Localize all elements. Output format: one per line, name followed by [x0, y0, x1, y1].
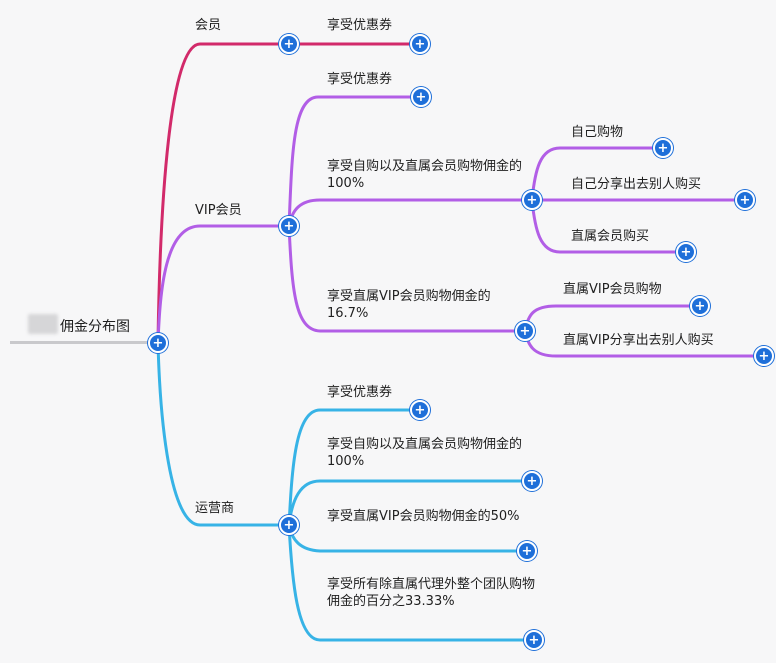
node-member-coupon: 享受优惠券: [327, 18, 393, 33]
expand-vip-direct-member-buy-button[interactable]: +: [676, 242, 696, 262]
node-op-team: 享受所有除直属代理外整个团队购物佣金的百分之33.33%: [327, 577, 536, 609]
node-vip-direct-member-buy: 直属会员购买: [571, 229, 650, 244]
expand-op-direct-vip-50-button[interactable]: +: [517, 541, 537, 561]
expand-vip-direct-vip-buy-button[interactable]: +: [690, 296, 710, 316]
node-operator: 运营商: [195, 501, 235, 516]
node-op-self-direct: 享受自购以及直属会员购物佣金的100%: [327, 437, 523, 469]
node-vip-direct-vip-buy: 直属VIP会员购物: [563, 282, 662, 297]
node-vip: VIP会员: [195, 203, 242, 218]
node-member: 会员: [195, 18, 222, 33]
node-vip-self-direct: 享受自购以及直属会员购物佣金的100%: [327, 159, 523, 191]
node-vip-coupon: 享受优惠券: [327, 72, 393, 87]
node-vip-share-buy: 自己分享出去别人购买: [571, 177, 702, 192]
node-op-coupon: 享受优惠券: [327, 385, 393, 400]
node-vip-direct-vip-16-7: 享受直属VIP会员购物佣金的16.7%: [327, 289, 491, 321]
expand-member-coupon-button[interactable]: +: [410, 34, 430, 54]
expand-op-coupon-button[interactable]: +: [410, 400, 430, 420]
root-label: 佣金分布图: [60, 319, 130, 335]
expand-op-team-button[interactable]: +: [524, 630, 544, 650]
expand-member-button[interactable]: +: [279, 34, 299, 54]
root-blurred-prefix: [28, 314, 58, 334]
node-vip-self-buy: 自己购物: [571, 125, 624, 140]
expand-vip-coupon-button[interactable]: +: [411, 87, 431, 107]
member-branch-lines: [156, 42, 422, 345]
expand-vip-share-buy-button[interactable]: +: [735, 190, 755, 210]
expand-vip-direct-vip-16-7-button[interactable]: +: [515, 321, 535, 341]
expand-vip-self-direct-button[interactable]: +: [522, 190, 542, 210]
expand-vip-self-buy-button[interactable]: +: [653, 138, 673, 158]
expand-op-self-direct-button[interactable]: +: [522, 471, 542, 491]
root-underline: [10, 341, 156, 344]
node-vip-direct-vip-share: 直属VIP分享出去别人购买: [563, 333, 714, 348]
expand-root-button[interactable]: +: [148, 333, 168, 353]
node-op-direct-vip-50: 享受直属VIP会员购物佣金的50%: [327, 509, 520, 524]
expand-operator-button[interactable]: +: [279, 515, 299, 535]
expand-vip-button[interactable]: +: [279, 216, 299, 236]
expand-vip-direct-vip-share-button[interactable]: +: [754, 346, 774, 366]
